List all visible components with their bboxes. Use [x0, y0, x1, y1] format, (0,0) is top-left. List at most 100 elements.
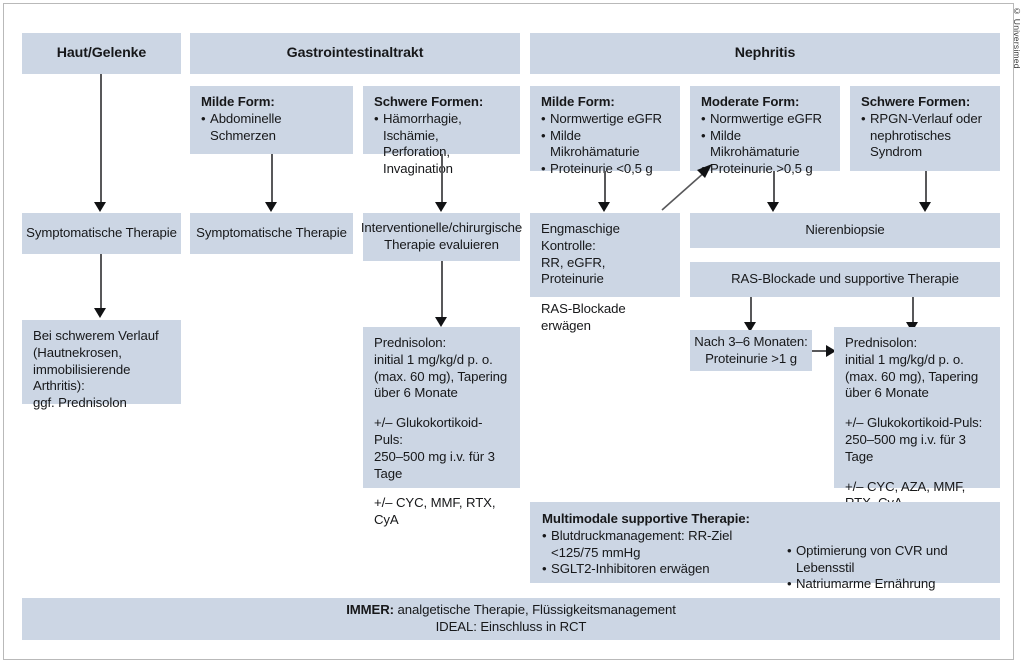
outer-frame [3, 3, 1014, 660]
nephritis-prednisolon-line4: über 6 Monate [845, 385, 929, 401]
gastro-interventional-therapy-box: Interventionelle/chirurgische Therapie e… [361, 213, 522, 261]
column-header-haut-gelenke-label: Haut/Gelenke [56, 45, 147, 62]
nephritis-mild-form-title: Milde Form: [541, 94, 615, 109]
nephritis-moderate-form-box: Moderate Form: Normwertige eGFR Milde Mi… [690, 86, 840, 178]
gastro-mild-form-box: Milde Form: Abdominelle Schmerzen [190, 86, 353, 154]
spacer [541, 288, 670, 301]
haut-symptomatic-therapy-box: Symptomatische Therapie [22, 213, 181, 254]
connector-ras-to-followup [750, 297, 752, 325]
gastro-severe-form-title: Schwere Formen: [374, 94, 484, 109]
gastro-symptomatic-therapy-label: Symptomatische Therapie [196, 225, 347, 241]
arrowhead-icon [265, 202, 277, 212]
nephritis-prednisolon-pulse-line1: +/– Glukokortikoid-Puls: [845, 415, 983, 431]
arrowhead-icon [94, 202, 106, 212]
connector-haut-header-to-therapy [100, 74, 102, 204]
arrowhead-icon [744, 322, 756, 332]
connector-nephritis-mild-to-monitoring [604, 171, 606, 204]
arrowhead-icon [435, 317, 447, 327]
gastro-interventional-therapy-line2: Therapie evaluieren [384, 237, 499, 252]
connector-nephritis-severe-to-biopsy [925, 171, 927, 204]
list-item: Milde Mikrohämaturie [541, 128, 670, 162]
footer-always-box: IMMER: analgetische Therapie, Flüssigkei… [22, 598, 1000, 640]
list-item-line1: Blutdruckmanagement: RR-Ziel [551, 527, 733, 543]
column-header-haut-gelenke: Haut/Gelenke [22, 33, 181, 74]
footer-always-text: analgetische Therapie, Flüssigkeitsmanag… [397, 602, 676, 618]
list-item-line2: Perforation, Invagination [383, 144, 453, 177]
list-item: Proteinurie >0,5 g [701, 161, 830, 178]
footer-ideal-line: IDEAL: Einschluss in RCT [435, 619, 587, 634]
gastro-prednisolon-box: Prednisolon: initial 1 mg/kg/d p. o. (ma… [363, 327, 520, 527]
arrowhead-icon [435, 202, 447, 212]
ras-blockade-supportive-box: RAS-Blockade und supportive Therapie [690, 262, 1000, 297]
supportive-therapy-left-list: Blutdruckmanagement: RR-Ziel <125/75 mmH… [542, 528, 787, 578]
nephritis-mild-form-box: Milde Form: Normwertige eGFR Milde Mikro… [530, 86, 680, 178]
nephritis-severe-form-box: Schwere Formen: RPGN-Verlauf oder nephro… [850, 86, 1000, 171]
list-item: Milde Mikrohämaturie [701, 128, 830, 162]
arrowhead-icon [767, 202, 779, 212]
connector-monitoring-to-moderate-escalation [661, 164, 712, 211]
arrowhead-icon [826, 345, 836, 357]
nephritis-monitoring-line2: RR, eGFR, Proteinurie [541, 254, 606, 287]
haut-symptomatic-therapy-label: Symptomatische Therapie [26, 225, 177, 241]
nephritis-monitoring-box: Engmaschige Kontrolle: RR, eGFR, Protein… [530, 213, 680, 333]
gastro-prednisolon-adjunct: +/– CYC, MMF, RTX, CyA [374, 495, 496, 528]
supportive-therapy-columns: Blutdruckmanagement: RR-Ziel <125/75 mmH… [542, 528, 988, 593]
nephritis-monitoring-line1: Engmaschige Kontrolle: [541, 221, 620, 253]
nephritis-prednisolon-line2: initial 1 mg/kg/d p. o. [845, 351, 964, 367]
haut-severe-course-line1: Bei schwerem Verlauf [33, 328, 159, 343]
haut-severe-course-line4: ggf. Prednisolon [33, 395, 127, 411]
column-header-gastrointestinaltrakt-label: Gastrointestinaltrakt [286, 45, 424, 62]
arrowhead-icon [919, 202, 931, 212]
list-item: Proteinurie <0,5 g [541, 161, 670, 178]
nephritis-followup-line1: Nach 3–6 Monaten: [694, 333, 808, 349]
haut-severe-course-line3: immobilisierende Arthritis): [33, 361, 131, 394]
nephritis-followup-line2: Proteinurie >1 g [705, 350, 797, 366]
gastro-prednisolon-pulse-line1: +/– Glukokortikoid-Puls: [374, 415, 483, 447]
nephritis-mild-form-list: Normwertige eGFR Milde Mikrohämaturie Pr… [541, 111, 670, 178]
haut-severe-course-line2: (Hautnekrosen, [33, 344, 122, 360]
list-item: Normwertige eGFR [541, 111, 670, 128]
gastro-symptomatic-therapy-box: Symptomatische Therapie [190, 213, 353, 254]
list-item: Hämorrhagie, Ischämie, Perforation, Inva… [374, 111, 510, 178]
nephritis-prednisolon-pulse-line2: 250–500 mg i.v. für 3 Tage [845, 431, 966, 464]
connector-haut-therapy-to-severe-course [100, 254, 102, 310]
connector-followup-to-prednisolon [812, 350, 830, 352]
nephritis-moderate-form-title: Moderate Form: [701, 94, 800, 109]
arrowhead-icon [598, 202, 610, 212]
gastro-prednisolon-line2: initial 1 mg/kg/d p. o. [374, 351, 493, 367]
list-item: Normwertige eGFR [701, 111, 830, 128]
supportive-therapy-box: Multimodale supportive Therapie: Blutdru… [530, 502, 1000, 593]
list-item: Optimierung von CVR und Lebensstil [787, 543, 987, 577]
ras-blockade-supportive-label: RAS-Blockade und supportive Therapie [731, 271, 959, 287]
spacer [845, 466, 990, 479]
list-item-line2: <125/75 mmHg [551, 544, 641, 560]
connector-gastro-mild-to-therapy [271, 154, 273, 204]
supportive-therapy-left-column: Blutdruckmanagement: RR-Ziel <125/75 mmH… [542, 528, 787, 593]
arrowhead-icon [94, 308, 106, 318]
column-header-nephritis: Nephritis [530, 33, 1000, 74]
list-item-line2: nephrotisches Syndrom [870, 127, 951, 160]
gastro-mild-form-list: Abdominelle Schmerzen [201, 111, 343, 145]
gastro-prednisolon-line3: (max. 60 mg), Tapering [374, 368, 508, 384]
supportive-therapy-title: Multimodale supportive Therapie: [542, 511, 750, 526]
supportive-therapy-right-column: Optimierung von CVR und Lebensstil Natri… [787, 528, 987, 593]
connector-ras-to-prednisolon-nephritis [912, 297, 914, 325]
nephritis-severe-form-list: RPGN-Verlauf oder nephrotisches Syndrom [861, 111, 990, 161]
spacer [845, 402, 990, 415]
gastro-prednisolon-title: Prednisolon: [374, 335, 447, 350]
connector-gastro-severe-to-intervention [441, 154, 443, 204]
connector-nephritis-moderate-to-biopsy [773, 171, 775, 204]
copyright-notice: © Universimed [1012, 6, 1022, 69]
nierenbiopsie-box: Nierenbiopsie [690, 213, 1000, 248]
nierenbiopsie-label: Nierenbiopsie [805, 222, 885, 238]
nephritis-moderate-form-list: Normwertige eGFR Milde Mikrohämaturie Pr… [701, 111, 830, 178]
footer-always-label: IMMER: [346, 602, 394, 618]
gastro-prednisolon-pulse-line2: 250–500 mg i.v. für 3 Tage [374, 448, 495, 481]
gastro-mild-form-title: Milde Form: [201, 94, 275, 109]
nephritis-prednisolon-box: Prednisolon: initial 1 mg/kg/d p. o. (ma… [834, 327, 1000, 510]
list-item-line1: Hämorrhagie, Ischämie, [383, 110, 462, 143]
list-item: Blutdruckmanagement: RR-Ziel <125/75 mmH… [542, 528, 787, 562]
list-item: Abdominelle Schmerzen [201, 111, 343, 145]
nephritis-prednisolon-line3: (max. 60 mg), Tapering [845, 368, 979, 384]
